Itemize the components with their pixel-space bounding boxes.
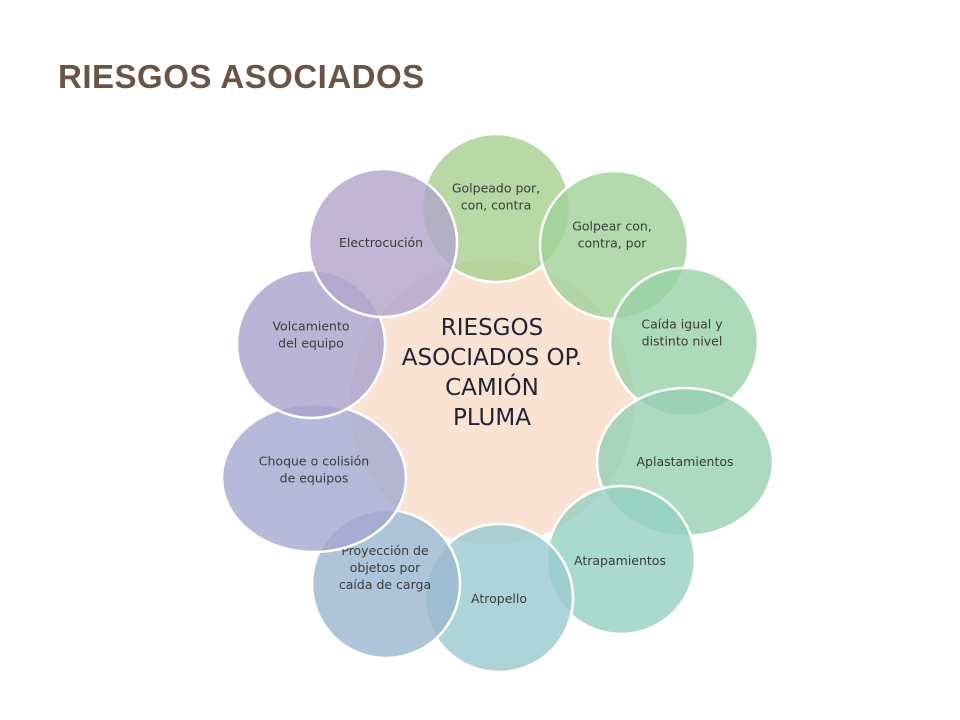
risk-node: Golpeado por, con, contra [420, 132, 572, 284]
risk-node-label-line: contra, por [578, 236, 648, 251]
center-hub: RIESGOS ASOCIADOS OP.CAMIÓN PLUMA [350, 260, 634, 544]
risk-node-label-line: Proyección de [341, 543, 429, 558]
risk-node-label: Golpear con, contra, por [572, 219, 652, 251]
center-label-line: PLUMA [453, 405, 531, 431]
risk-node-label-line: de equipos [280, 471, 349, 486]
center-label-line: CAMIÓN [445, 373, 539, 401]
risk-node-label: Choque o colisión de equipos [259, 454, 369, 486]
risk-node-label-line: Golpear con, [572, 219, 652, 234]
risk-node-label: Atrapamientos [574, 553, 666, 568]
risk-node-label-line: Golpeado por, [452, 181, 540, 196]
risk-node: Electrocución [307, 167, 459, 319]
risk-node-label: Electrocución [339, 235, 423, 250]
risk-node-label: Caída igual y distinto nivel [641, 317, 723, 349]
risk-node-circle [307, 167, 459, 319]
center-circle [350, 260, 634, 544]
risk-node-label-line: Atropello [471, 591, 527, 606]
risk-node-label: Volcamiento del equipo [272, 319, 349, 351]
center-label: RIESGOS ASOCIADOS OP.CAMIÓN PLUMA [402, 315, 582, 431]
center-label-line: RIESGOS [441, 315, 543, 341]
risk-node-label-line: con, contra [461, 198, 532, 213]
risk-node-label-line: Caída igual y [641, 317, 723, 332]
risk-node-label: Atropello [471, 591, 527, 606]
risk-node-label: Proyección de objetos por caída de carga [339, 543, 431, 592]
risk-node-label-line: Electrocución [339, 235, 423, 250]
risk-node-label-line: Choque o colisión [259, 454, 369, 469]
risk-node-label-line: Aplastamientos [636, 454, 733, 469]
risk-node-label-line: distinto nivel [642, 334, 723, 349]
risk-node: Atrapamientos [545, 484, 697, 636]
risk-node-label: Golpeado por, con, contra [452, 181, 540, 213]
center-label-line: ASOCIADOS OP. [402, 345, 582, 371]
risk-node: Choque o colisión de equipos [220, 402, 408, 554]
page-title: RIESGOS ASOCIADOS [58, 58, 425, 95]
risk-node-label-line: objetos por [350, 560, 421, 575]
risk-node-label: Aplastamientos [636, 454, 733, 469]
risk-node-label-line: Volcamiento [272, 319, 349, 334]
risk-node-label-line: Atrapamientos [574, 553, 666, 568]
risk-node-label-line: del equipo [278, 336, 344, 351]
risk-node-label-line: caída de carga [339, 577, 431, 592]
